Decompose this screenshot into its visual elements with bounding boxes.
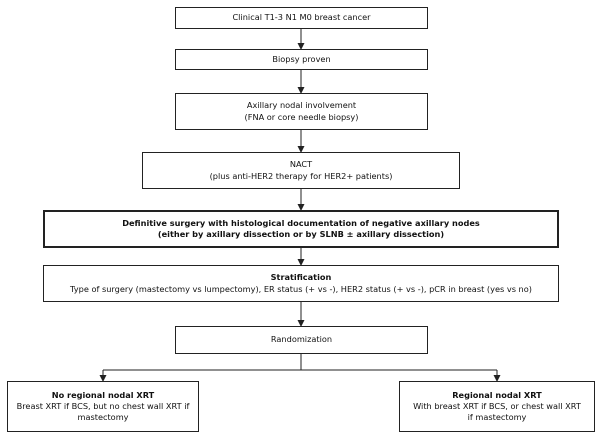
arm-no-regional-line1: Breast XRT if BCS, but no chest wall XRT… — [16, 400, 190, 411]
arm-no-regional-title: No regional nodal XRT — [51, 389, 155, 400]
step-randomization: Randomization — [175, 326, 428, 354]
step-biopsy-text: Biopsy proven — [272, 53, 331, 64]
step-definitive-surgery-line2: (either by axillary dissection or by SLN… — [157, 229, 445, 239]
step-nact: NACT (plus anti-HER2 therapy for HER2+ p… — [142, 152, 460, 189]
arm-regional-title: Regional nodal XRT — [452, 389, 542, 400]
step-axillary-nodal-line2: (FNA or core needle biopsy) — [244, 111, 359, 122]
arm-regional-nodal-xrt: Regional nodal XRT With breast XRT if BC… — [399, 381, 595, 432]
arm-no-regional-nodal-xrt: No regional nodal XRT Breast XRT if BCS,… — [7, 381, 199, 432]
step-nact-line1: NACT — [289, 159, 313, 170]
step-stratification-title: Stratification — [270, 272, 332, 283]
step-axillary-nodal-line1: Axillary nodal involvement — [246, 100, 357, 111]
step-biopsy: Biopsy proven — [175, 49, 428, 70]
step-clinical-stage-text: Clinical T1-3 N1 M0 breast cancer — [232, 12, 371, 23]
step-randomization-text: Randomization — [270, 334, 333, 345]
step-clinical-stage: Clinical T1-3 N1 M0 breast cancer — [175, 7, 428, 29]
arm-no-regional-line2: mastectomy — [77, 412, 129, 423]
step-stratification: Stratification Type of surgery (mastecto… — [43, 265, 559, 302]
step-axillary-nodal: Axillary nodal involvement (FNA or core … — [175, 93, 428, 130]
arm-regional-line2: if mastectomy — [467, 412, 527, 423]
step-nact-line2: (plus anti-HER2 therapy for HER2+ patien… — [209, 170, 393, 181]
step-definitive-surgery-line1: Definitive surgery with histological doc… — [122, 217, 480, 228]
arm-regional-line1: With breast XRT if BCS, or chest wall XR… — [413, 400, 581, 411]
step-stratification-details: Type of surgery (mastectomy vs lumpectom… — [70, 283, 532, 294]
step-definitive-surgery: Definitive surgery with histological doc… — [43, 210, 559, 248]
